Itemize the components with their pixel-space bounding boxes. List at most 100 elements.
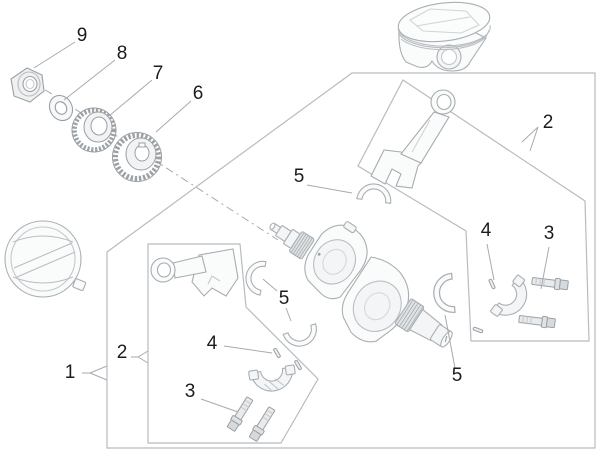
crank-tail-slot bbox=[444, 335, 448, 343]
gear-large-teeth bbox=[113, 133, 161, 181]
rod-lower-fork-notch bbox=[207, 275, 221, 285]
crank-oil-hole bbox=[317, 252, 321, 256]
timing-gear-large bbox=[112, 132, 162, 182]
piston-ring-groove-3 bbox=[400, 34, 488, 51]
rod-bolt-2 bbox=[248, 406, 276, 442]
group-boxes bbox=[106, 72, 596, 449]
rod-bolt-1 bbox=[226, 396, 254, 432]
dowel-pin-4 bbox=[472, 326, 484, 334]
crank-web-front-face bbox=[313, 239, 357, 285]
crankshaft bbox=[269, 221, 453, 348]
nut bbox=[10, 67, 45, 103]
callout-8: 8 bbox=[117, 43, 128, 64]
rod-cap-right-lug-2 bbox=[490, 304, 503, 317]
rod-caps bbox=[248, 274, 528, 392]
callout-7: 7 bbox=[153, 63, 164, 84]
nut-hole bbox=[22, 75, 38, 93]
piston-bottom-tab bbox=[72, 278, 87, 291]
nut-chamfer bbox=[17, 71, 41, 97]
crank-spline-front-teeth bbox=[290, 232, 313, 259]
rod-cap-lower-hatch bbox=[264, 378, 285, 391]
callout-4-bottom: 4 bbox=[207, 333, 218, 354]
callout-9: 9 bbox=[77, 25, 88, 46]
dowel-pin-1 bbox=[273, 347, 281, 359]
rod-cap-right-lug-1 bbox=[512, 274, 525, 288]
rod-cap-right bbox=[490, 274, 528, 317]
rod-bolts bbox=[226, 277, 569, 442]
crank-web-front-lug bbox=[343, 221, 357, 234]
callout-3-right: 3 bbox=[544, 223, 555, 244]
dowel-pin-3 bbox=[488, 278, 496, 290]
gear-small-bore bbox=[90, 116, 108, 136]
piston-band-line-2 bbox=[16, 251, 76, 278]
crank-web-front-inner bbox=[322, 248, 347, 275]
leader-6 bbox=[155, 100, 192, 133]
bearing-shell-lower bbox=[282, 323, 317, 347]
nut-hole-inner bbox=[25, 78, 35, 90]
leader-bracket-2-bottom bbox=[131, 350, 149, 364]
crank-web-rear-face bbox=[352, 280, 402, 332]
callout-labels: 9 8 7 6 5 2 5 4 3 5 4 3 2 1 bbox=[65, 25, 555, 402]
leader-5-bottom-right bbox=[444, 314, 456, 369]
rod-lower-pin-hole bbox=[156, 262, 172, 278]
crank-spline-rear-teeth bbox=[396, 299, 424, 332]
leader-3-bottom bbox=[200, 398, 239, 413]
bearing-shells bbox=[245, 183, 456, 347]
callout-2-top-right: 2 bbox=[543, 112, 554, 133]
leader-7 bbox=[108, 79, 153, 117]
rod-upper-shaft-line bbox=[411, 119, 431, 153]
piston-pin-hole bbox=[440, 48, 458, 66]
leader-4-bottom bbox=[223, 345, 273, 354]
group-box-rod-upper bbox=[357, 79, 590, 342]
rod-cap-lower-lug-1 bbox=[284, 364, 296, 376]
rod-bolt-3 bbox=[531, 277, 569, 291]
callout-6: 6 bbox=[193, 83, 204, 104]
leader-8 bbox=[63, 59, 116, 101]
leader-5-upper bbox=[306, 184, 353, 194]
dowel-pins bbox=[273, 278, 496, 371]
callout-5-upper: 5 bbox=[294, 166, 305, 187]
leader-5-middle-b bbox=[285, 307, 292, 322]
crank-web-rear-inner bbox=[364, 292, 391, 321]
group-box-rod-lower bbox=[147, 243, 319, 444]
rod-cap-lower-lug-2 bbox=[248, 369, 260, 381]
piston-bottom-outline bbox=[4, 220, 82, 298]
piston-band-line-1 bbox=[13, 242, 73, 269]
leader-bracket-2-top bbox=[521, 126, 539, 152]
leader-bracket-1 bbox=[82, 365, 108, 381]
leader-9 bbox=[33, 41, 76, 69]
piston-crown-line bbox=[415, 16, 471, 27]
callout-4-right: 4 bbox=[481, 220, 492, 241]
piston-bottom bbox=[4, 220, 87, 298]
bearing-shell-upper bbox=[356, 183, 392, 204]
rod-upper-shaft bbox=[400, 111, 450, 164]
piston-skirt-arc-top bbox=[12, 235, 74, 243]
timing-gear-small bbox=[71, 107, 117, 153]
bearing-shell-left bbox=[245, 260, 267, 296]
leader-lines bbox=[33, 41, 550, 413]
callout-5-middle: 5 bbox=[279, 288, 290, 309]
group-box-main bbox=[106, 72, 596, 449]
callout-5-bottom-right: 5 bbox=[452, 365, 463, 386]
callout-3-bottom: 3 bbox=[185, 381, 196, 402]
leader-4-right bbox=[486, 243, 495, 281]
connecting-rod-lower bbox=[150, 248, 239, 297]
washer-hole bbox=[54, 101, 68, 115]
rod-upper-pin-hole bbox=[436, 93, 452, 111]
piston-crown-facets bbox=[409, 8, 480, 34]
callout-1: 1 bbox=[65, 362, 76, 383]
gear-small-teeth bbox=[72, 108, 116, 152]
piston-ring-groove-2 bbox=[398, 29, 490, 49]
dowel-pin-2 bbox=[294, 359, 302, 371]
rod-cap-lower bbox=[248, 364, 296, 392]
piston-top bbox=[397, 1, 491, 72]
connecting-rod-upper bbox=[370, 89, 456, 189]
piston-skirt-arc-bottom bbox=[12, 276, 74, 284]
rod-upper-big-end bbox=[370, 149, 422, 189]
piston-bottom-inner bbox=[10, 226, 76, 292]
callout-2-bottom-left: 2 bbox=[117, 342, 128, 363]
leader-5-middle-a bbox=[262, 278, 278, 292]
washer bbox=[48, 94, 74, 122]
